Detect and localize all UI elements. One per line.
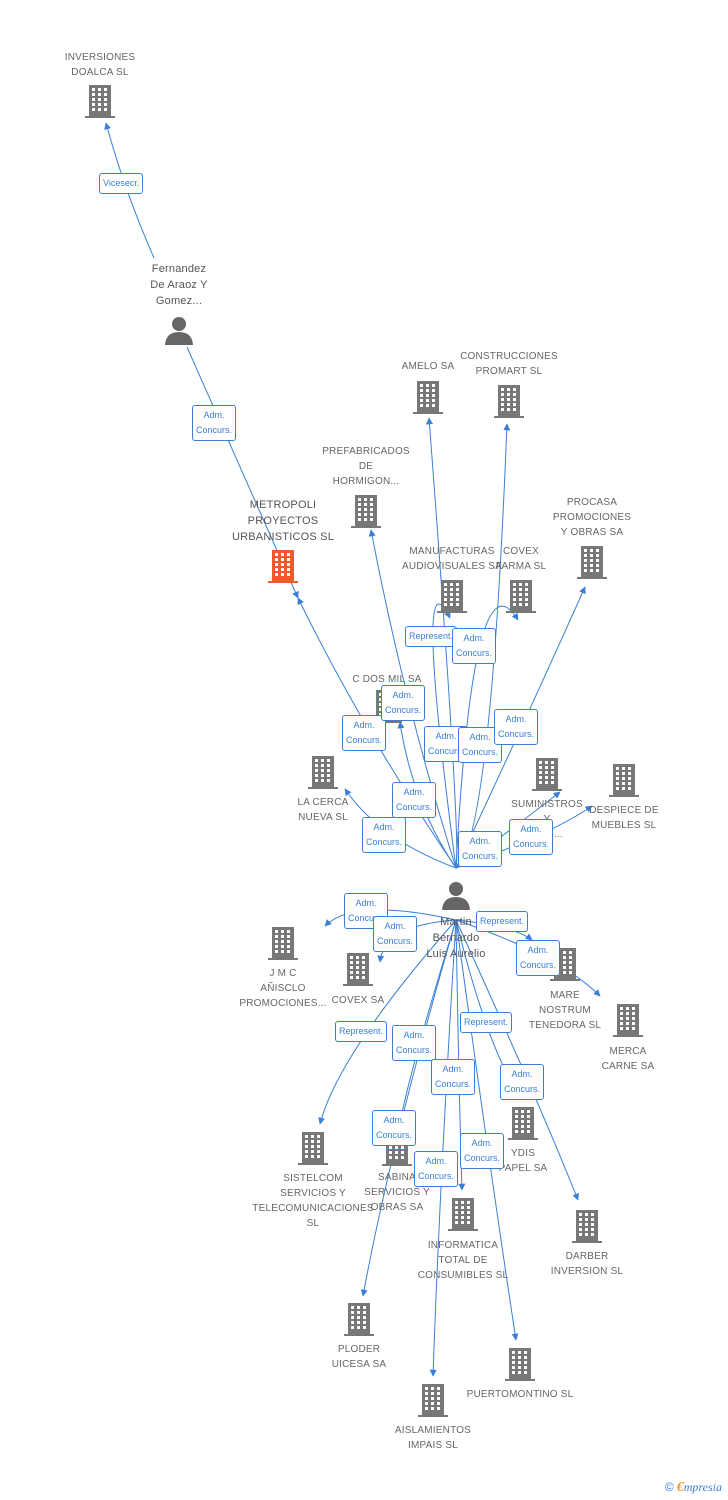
edge-label-martin-marenostrum[interactable]: Represent. [476, 911, 529, 932]
edge-label-martin-puertomontino[interactable]: Adm. Concurs. [460, 1133, 505, 1169]
building-icon[interactable] [508, 1107, 538, 1146]
building-icon[interactable] [351, 495, 381, 534]
edge-label-martin-jmc[interactable]: Adm. Concurs. [344, 893, 389, 929]
edge-label-martin-aislamientos[interactable]: Adm. Concurs. [414, 1151, 459, 1187]
building-icon[interactable] [448, 1198, 478, 1237]
brand-logo-text: mpresia [683, 1480, 722, 1494]
brand-footer: © €mpresia [665, 1480, 722, 1496]
building-icon[interactable] [268, 927, 298, 966]
node-label-metropoli[interactable]: METROPOLI PROYECTOS URBANISTICOS SL [231, 499, 335, 543]
copyright-symbol: © [664, 1480, 674, 1494]
building-icon[interactable] [437, 580, 467, 619]
building-icon[interactable] [532, 758, 562, 797]
building-icon[interactable] [506, 580, 536, 619]
edge-label-martin-mercacarne[interactable]: Adm. Concurs. [516, 940, 561, 976]
edge-label-fernandez-metropoli[interactable]: Adm. Concurs. [192, 405, 237, 441]
edge-label-martin-despiece[interactable]: Adm. Concurs. [509, 819, 554, 855]
edge-label-martin-prefabricados[interactable]: Adm. Concurs. [381, 685, 426, 721]
building-icon[interactable] [343, 953, 373, 992]
node-label-martin[interactable]: Martin Bernardo Luis Aurelio [426, 916, 486, 960]
edge-label-martin-covexfarma[interactable]: Adm. Concurs. [452, 628, 497, 664]
building-icon[interactable] [344, 1303, 374, 1342]
edge-label-martin-ploder[interactable]: Adm. Concurs. [372, 1110, 417, 1146]
node-label-promart[interactable]: CONSTRUCCIONES PROMART SL [460, 351, 558, 377]
person-icon[interactable] [164, 315, 194, 350]
node-label-ydis[interactable]: YDIS PAPEL SA [498, 1148, 548, 1174]
building-icon[interactable] [268, 550, 298, 589]
edge-label-martin-metropoli[interactable]: Adm. Concurs. [342, 715, 387, 751]
node-label-despiece[interactable]: DESPIECE DE MUEBLES SL [589, 805, 659, 831]
node-label-covexfarma[interactable]: COVEX FARMA SL [495, 546, 547, 572]
node-label-procasa[interactable]: PROCASA PROMOCIONES Y OBRAS SA [552, 497, 632, 538]
node-label-lacerca[interactable]: LA CERCA NUEVA SL [297, 797, 349, 823]
node-label-marenostrum[interactable]: MARE NOSTRUM TENEDORA SL [528, 990, 602, 1031]
building-icon[interactable] [494, 385, 524, 424]
building-icon[interactable] [609, 764, 639, 803]
node-label-darber[interactable]: DARBER INVERSION SL [550, 1251, 624, 1277]
building-icon[interactable] [85, 85, 115, 124]
node-label-prefabricados[interactable]: PREFABRICADOS DE HORMIGON... [322, 446, 410, 487]
node-label-manufacturas[interactable]: MANUFACTURAS AUDIOVISUALES SA [402, 546, 502, 572]
node-label-informatica[interactable]: INFORMATICA TOTAL DE CONSUMIBLES SL [417, 1240, 509, 1281]
building-icon[interactable] [418, 1384, 448, 1423]
node-label-covexsa[interactable]: COVEX SA [331, 995, 385, 1006]
building-icon[interactable] [572, 1210, 602, 1249]
node-label-cdosmil[interactable]: C DOS MIL SA [352, 674, 422, 685]
edge-label-martin-procasa[interactable]: Adm. Concurs. [494, 709, 539, 745]
edge-label-martin-sabina[interactable]: Adm. Concurs. [392, 1025, 437, 1061]
building-icon[interactable] [298, 1132, 328, 1171]
building-icon[interactable] [577, 546, 607, 585]
edge-label-martin-informatica[interactable]: Adm. Concurs. [431, 1059, 476, 1095]
node-label-mercacarne[interactable]: MERCA CARNE SA [601, 1046, 655, 1072]
node-label-sabina[interactable]: SABINA SERVICIOS Y OBRAS SA [364, 1172, 430, 1213]
building-icon[interactable] [308, 756, 338, 795]
node-label-ploder[interactable]: PLODER UICESA SA [331, 1344, 387, 1370]
node-label-amelo[interactable]: AMELO SA [401, 361, 455, 372]
edge-label-fernandez-inversiones[interactable]: Vicesecr. [99, 173, 144, 194]
edge-label-martin-lacerca[interactable]: Adm. Concurs. [362, 817, 407, 853]
edge-label-martin-sistelcom[interactable]: Represent. [335, 1021, 388, 1042]
building-icon[interactable] [505, 1348, 535, 1387]
building-icon[interactable] [613, 1004, 643, 1043]
node-label-fernandez[interactable]: Fernandez De Araoz Y Gomez... [150, 263, 208, 307]
node-label-puertomontino[interactable]: PUERTOMONTINO SL [466, 1389, 574, 1400]
edge-label-martin-covexsa[interactable]: Adm. Concurs. [373, 916, 418, 952]
edge-label-martin-manufacturas[interactable]: Represent. [405, 626, 458, 647]
edge-label-martin-darber[interactable]: Adm. Concurs. [500, 1064, 545, 1100]
edge-label-martin-cdosmil[interactable]: Adm. Concurs. [392, 782, 437, 818]
person-icon[interactable] [441, 880, 471, 915]
edge-label-martin-ydis[interactable]: Represent. [460, 1012, 513, 1033]
node-label-inversiones[interactable]: INVERSIONES DOALCA SL [64, 52, 136, 78]
brand-logo-initial: € [676, 1480, 684, 1495]
node-label-jmc[interactable]: J M C AÑISCLO PROMOCIONES... [239, 968, 327, 1009]
node-label-sistelcom[interactable]: SISTELCOM SERVICIOS Y TELECOMUNICACIONES… [252, 1173, 374, 1229]
edge-label-martin-suministros[interactable]: Adm. Concurs. [458, 831, 503, 867]
building-icon[interactable] [413, 381, 443, 420]
node-label-aislamientos[interactable]: AISLAMIENTOS IMPAIS SL [394, 1425, 472, 1451]
